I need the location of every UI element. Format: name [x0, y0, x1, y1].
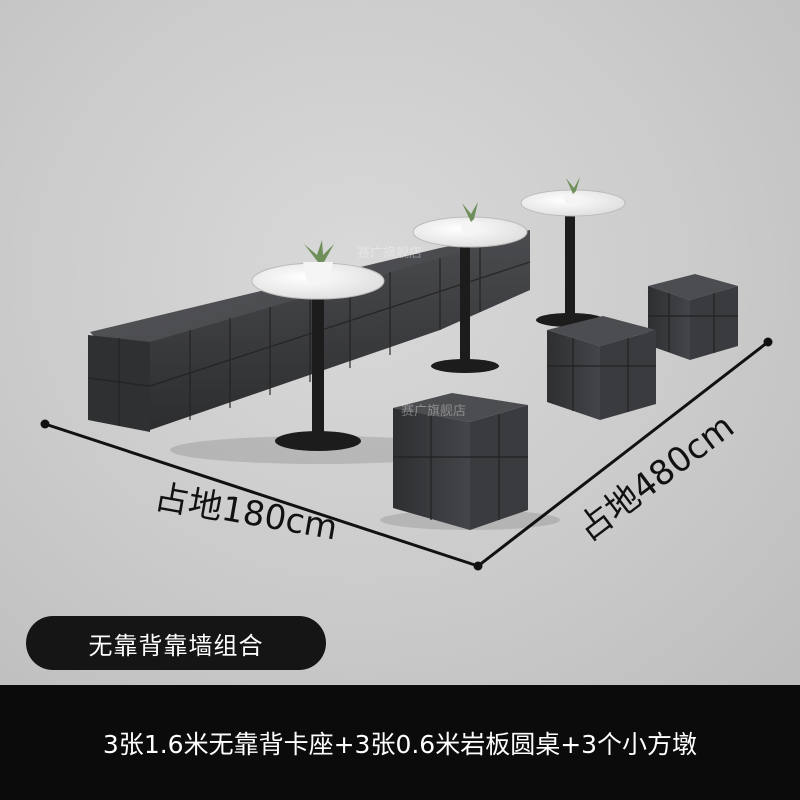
product-scene: 占地180cm 占地480cm 赛广旗舰店 赛广旗舰店	[0, 0, 800, 685]
round-table-back	[520, 177, 626, 327]
round-table-middle	[412, 202, 528, 373]
square-stool-front	[393, 393, 528, 530]
dimension-endpoints	[40, 337, 773, 571]
furniture-illustration	[40, 177, 773, 571]
square-stool-middle	[547, 316, 656, 420]
watermark-text: 赛广旗舰店	[401, 404, 467, 419]
round-table-front	[251, 240, 385, 451]
square-stool-back	[648, 274, 738, 360]
product-caption: 3张1.6米无靠背卡座+3张0.6米岩板圆桌+3个小方墩	[0, 685, 800, 800]
bench-seat	[87, 230, 531, 432]
combo-name-badge: 无靠背靠墙组合	[26, 616, 326, 670]
watermark-text: 赛广旗舰店	[357, 246, 423, 261]
dimension-lines	[44, 340, 769, 568]
